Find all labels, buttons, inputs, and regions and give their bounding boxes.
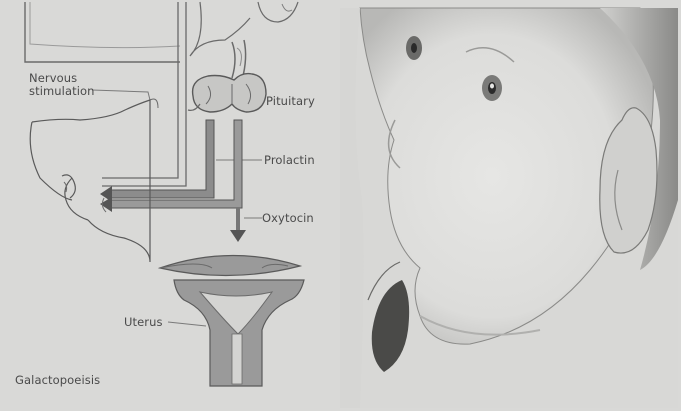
figure-caption: Galactopoeisis: [15, 374, 100, 387]
nervous-stimulation-label: Nervous stimulation: [29, 72, 119, 98]
pituitary-label: Pituitary: [266, 95, 315, 108]
infant-face-illustration: [340, 8, 678, 408]
prolactin-label: Prolactin: [264, 154, 315, 167]
oxytocin-label: Oxytocin: [262, 212, 314, 225]
uterus-label: Uterus: [124, 316, 163, 329]
